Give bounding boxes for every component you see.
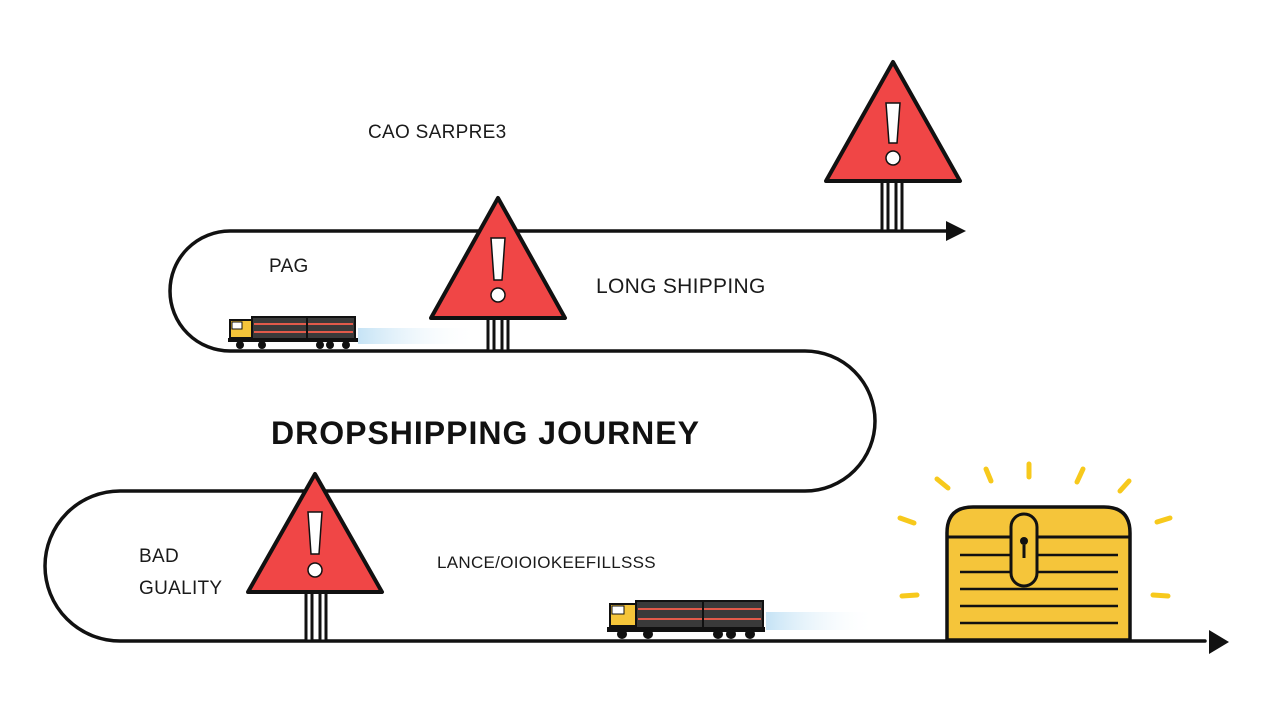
label-lower-middle: LANCE/OIOIOKEEFILLSSS: [437, 553, 656, 572]
journey-road: [43, 229, 1207, 643]
label-upper-left: PAG: [269, 256, 309, 277]
glow-rays: [897, 461, 1173, 599]
truck-icon: [607, 600, 876, 639]
truck-icon: [228, 316, 478, 349]
road-arrowhead-top: [946, 221, 966, 241]
label-top-left: CAO SARPRE3: [368, 122, 507, 143]
warning-sign-icon: [824, 60, 962, 233]
road-arrowhead-bottom: [1209, 630, 1229, 654]
label-bad: BAD: [139, 546, 179, 567]
warning-sign-icon: [429, 196, 567, 353]
warning-sign-icon: [246, 472, 384, 643]
treasure-chest-icon: [945, 505, 1132, 642]
label-quality: GUALITY: [139, 578, 223, 599]
label-long-shipping: LONG SHIPPING: [596, 275, 766, 298]
diagram-title: DROPSHIPPING JOURNEY: [271, 415, 700, 451]
